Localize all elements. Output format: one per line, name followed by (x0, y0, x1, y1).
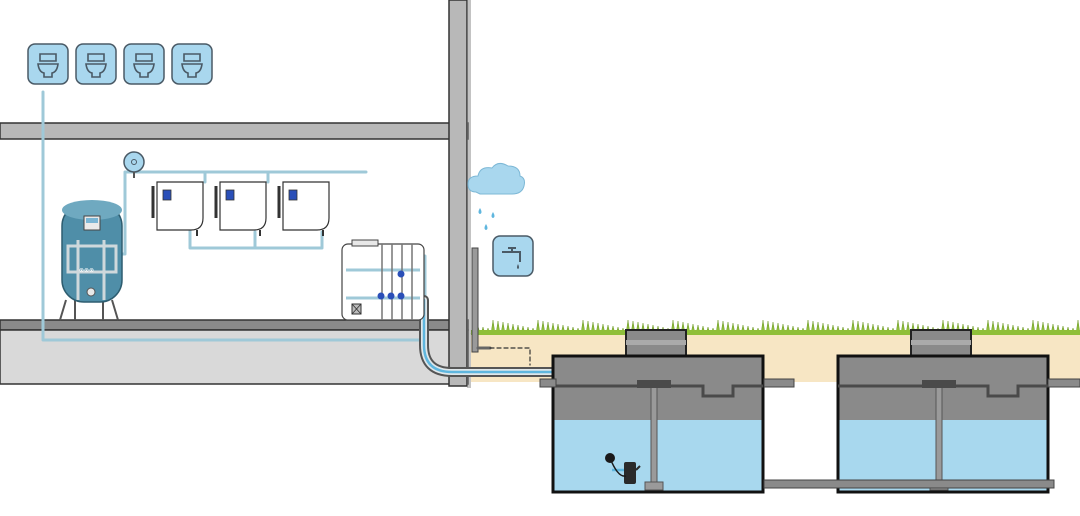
toilet-icon (27, 43, 69, 85)
bottom-connector (763, 479, 1055, 489)
toilet-icon (171, 43, 213, 85)
supply-pipes (41, 90, 614, 472)
overflow-connector (763, 378, 795, 388)
ground-floor-slab (0, 319, 469, 331)
exterior-wall (448, 0, 468, 387)
cistern-water (553, 420, 763, 492)
vessel-gauge: ⊗⊗⊗ (79, 267, 94, 274)
pressure-vessel: ⊗⊗⊗ (59, 200, 123, 321)
overflow-pipe (489, 347, 531, 366)
cistern-connectors (539, 378, 1080, 489)
foundation-slab (0, 329, 469, 385)
filter-module (214, 181, 267, 236)
toilet-icon (123, 43, 165, 85)
grass (470, 319, 1080, 335)
filter-distribution-pipe (123, 170, 368, 178)
filter-module (151, 181, 204, 236)
cistern (836, 329, 1050, 494)
submersible-pump (612, 462, 641, 484)
toilet-supply-pipe (41, 90, 427, 342)
upper-floor-slab (0, 122, 469, 140)
pump-unit (123, 151, 145, 178)
float-switch (605, 453, 627, 477)
grass-base (471, 330, 1080, 335)
filter-module (277, 181, 330, 236)
toilet-icon (75, 43, 117, 85)
cistern (551, 329, 765, 494)
storage-tank (341, 239, 425, 321)
filter-modules (151, 181, 330, 236)
toilet-icons (27, 43, 213, 85)
rain-cloud-icon (467, 162, 525, 230)
tap-icon (492, 235, 534, 277)
cisterns (551, 329, 1050, 494)
downpipe (471, 247, 479, 353)
